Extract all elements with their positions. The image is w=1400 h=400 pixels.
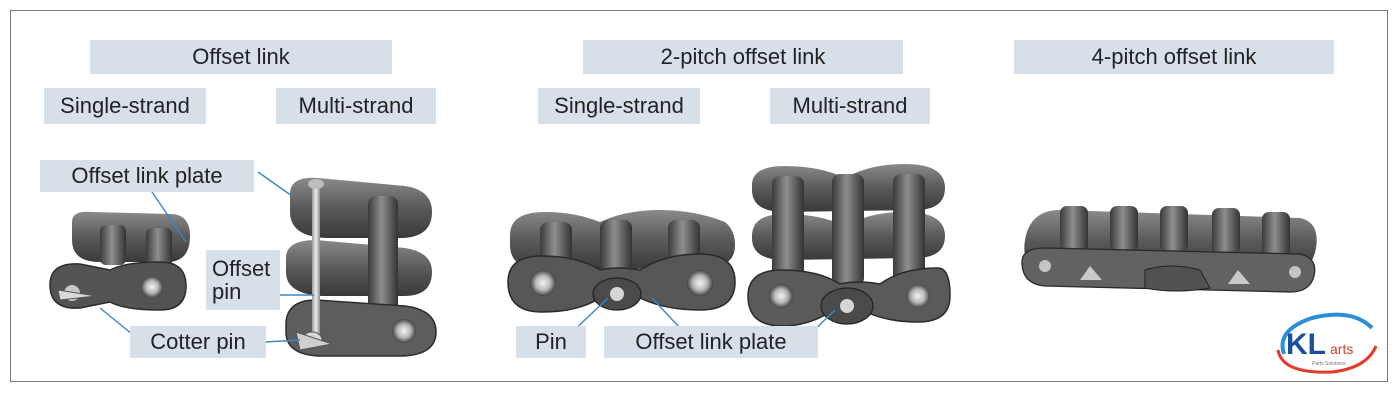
- callout-offset-link-plate-1: Offset link plate: [40, 160, 254, 192]
- four-pitch-offset-link-image: [1021, 206, 1317, 293]
- logo-parts-text: arts: [1330, 341, 1353, 357]
- callout-offset-pin-line1: Offset: [212, 255, 271, 281]
- two-pitch-single-strand-image: [507, 210, 736, 313]
- subheader-single-strand-two-pitch: Single-strand: [538, 88, 700, 124]
- klparts-logo: KL arts Parts Solutions: [1276, 312, 1378, 374]
- subheader-multi-strand-two-pitch: Multi-strand: [770, 88, 930, 124]
- two-pitch-multi-strand-image: [747, 164, 951, 327]
- logo-kl-text: KL: [1286, 328, 1326, 361]
- header-four-pitch-offset-link: 4-pitch offset link: [1014, 40, 1334, 74]
- header-offset-link: Offset link: [90, 40, 392, 74]
- callout-offset-pin: Offset pin: [206, 250, 280, 310]
- subheader-single-strand-offset: Single-strand: [44, 88, 206, 124]
- callout-offset-pin-line2: pin: [212, 279, 242, 304]
- header-two-pitch-offset-link: 2-pitch offset link: [583, 40, 903, 74]
- subheader-multi-strand-offset: Multi-strand: [276, 88, 436, 124]
- offset-link-multi-strand-image: [285, 177, 437, 357]
- callout-pin: Pin: [516, 326, 586, 358]
- offset-link-single-strand-image: [49, 211, 190, 311]
- callout-offset-link-plate-2: Offset link plate: [604, 326, 818, 358]
- logo-tagline: Parts Solutions: [1312, 361, 1346, 367]
- leader-lines: [99, 171, 836, 343]
- callout-cotter-pin: Cotter pin: [130, 326, 266, 358]
